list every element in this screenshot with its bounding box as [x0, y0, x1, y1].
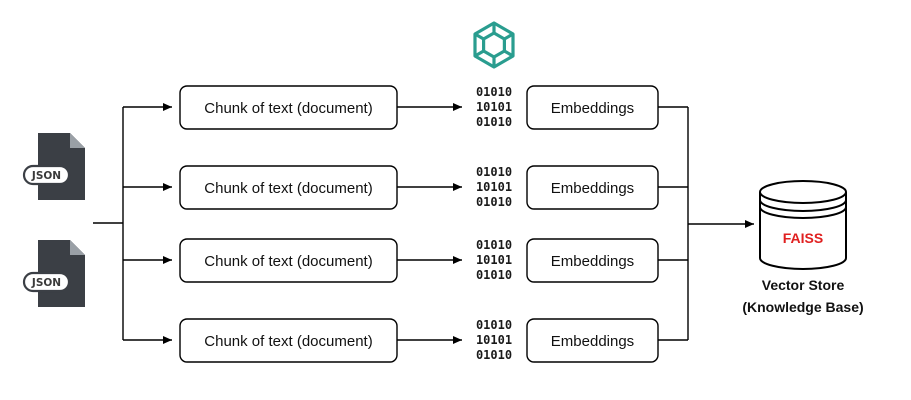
split-connectors: [93, 103, 172, 344]
svg-text:10101: 10101: [476, 180, 512, 194]
embeddings-label: Embeddings: [551, 253, 634, 270]
chunk-to-binary-arrows: [397, 103, 462, 344]
binary-code-icon: 01010 10101 01010: [476, 85, 512, 129]
vector-store-title: Vector Store: [762, 277, 845, 293]
svg-text:01010: 01010: [476, 268, 512, 282]
binary-code-icon: 01010 10101 01010: [476, 318, 512, 362]
merge-connectors: [658, 106, 754, 341]
embeddings-label: Embeddings: [551, 180, 634, 197]
embeddings-box: Embeddings: [526, 85, 659, 130]
database-cylinder-icon: FAISS: [759, 180, 847, 270]
json-label: JSON: [31, 170, 61, 182]
svg-text:01010: 01010: [476, 318, 512, 332]
chunk-box: Chunk of text (document): [179, 165, 398, 210]
json-label: JSON: [31, 277, 61, 289]
faiss-label: FAISS: [783, 230, 823, 246]
svg-text:01010: 01010: [476, 165, 512, 179]
openai-logo-icon: [473, 21, 515, 69]
chunk-box: Chunk of text (document): [179, 85, 398, 130]
chunk-box: Chunk of text (document): [179, 238, 398, 283]
embeddings-label: Embeddings: [551, 100, 634, 117]
embeddings-box: Embeddings: [526, 165, 659, 210]
svg-text:01010: 01010: [476, 85, 512, 99]
svg-text:01010: 01010: [476, 115, 512, 129]
svg-text:01010: 01010: [476, 195, 512, 209]
chunk-label: Chunk of text (document): [204, 100, 372, 117]
embeddings-box: Embeddings: [526, 318, 659, 363]
svg-text:10101: 10101: [476, 333, 512, 347]
svg-text:10101: 10101: [476, 100, 512, 114]
svg-text:01010: 01010: [476, 348, 512, 362]
binary-code-icon: 01010 10101 01010: [476, 165, 512, 209]
chunk-label: Chunk of text (document): [204, 180, 372, 197]
svg-text:01010: 01010: [476, 238, 512, 252]
embeddings-box: Embeddings: [526, 238, 659, 283]
vector-store-subtitle: (Knowledge Base): [742, 299, 863, 315]
chunk-label: Chunk of text (document): [204, 253, 372, 270]
json-file-icon: JSON: [22, 133, 85, 200]
chunk-label: Chunk of text (document): [204, 333, 372, 350]
chunk-box: Chunk of text (document): [179, 318, 398, 363]
binary-code-icon: 01010 10101 01010: [476, 238, 512, 282]
embeddings-label: Embeddings: [551, 333, 634, 350]
svg-text:10101: 10101: [476, 253, 512, 267]
json-file-icon: JSON: [22, 240, 85, 307]
